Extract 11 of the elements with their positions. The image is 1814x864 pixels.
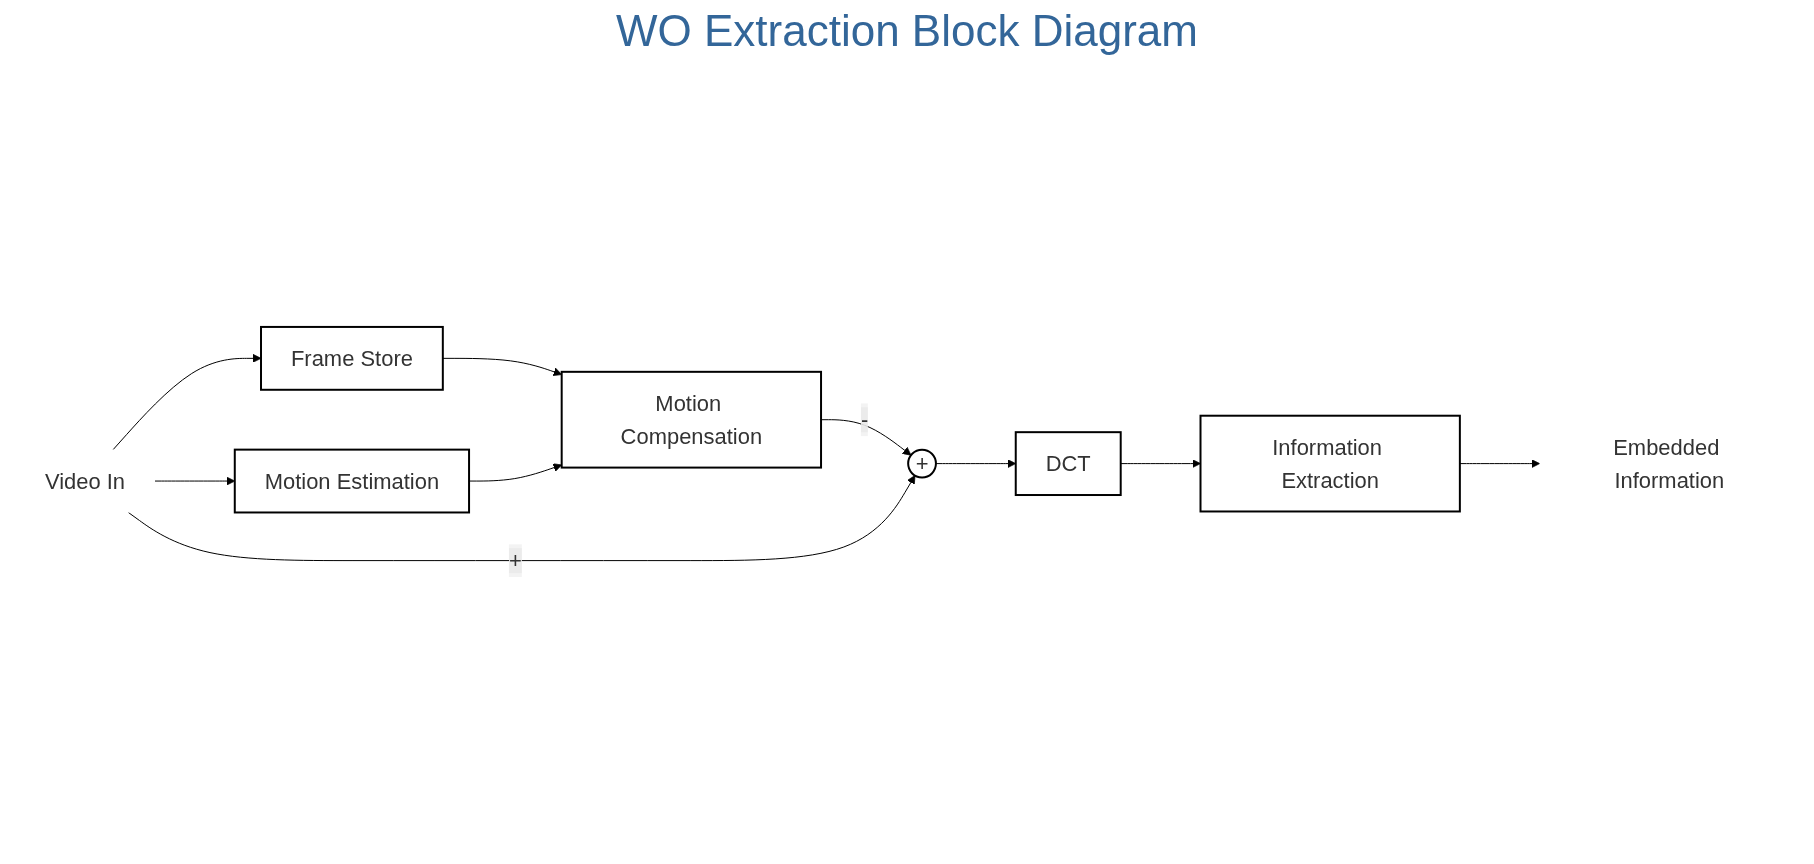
node-circle: + [907, 448, 937, 479]
edge-label: + [508, 548, 522, 574]
diagram-title: WO Extraction Block Diagram [615, 6, 1199, 56]
node-box: Motion Compensation [560, 370, 823, 469]
node-box: Information Extraction [1199, 414, 1461, 513]
node-text: Embedded Information [1613, 434, 1725, 493]
node-box: Motion Estimation [233, 448, 471, 514]
node-box: DCT [1014, 431, 1122, 496]
edge-label: - [860, 407, 869, 433]
node-text: Video In [44, 468, 126, 494]
node-box: Frame Store [260, 325, 444, 391]
